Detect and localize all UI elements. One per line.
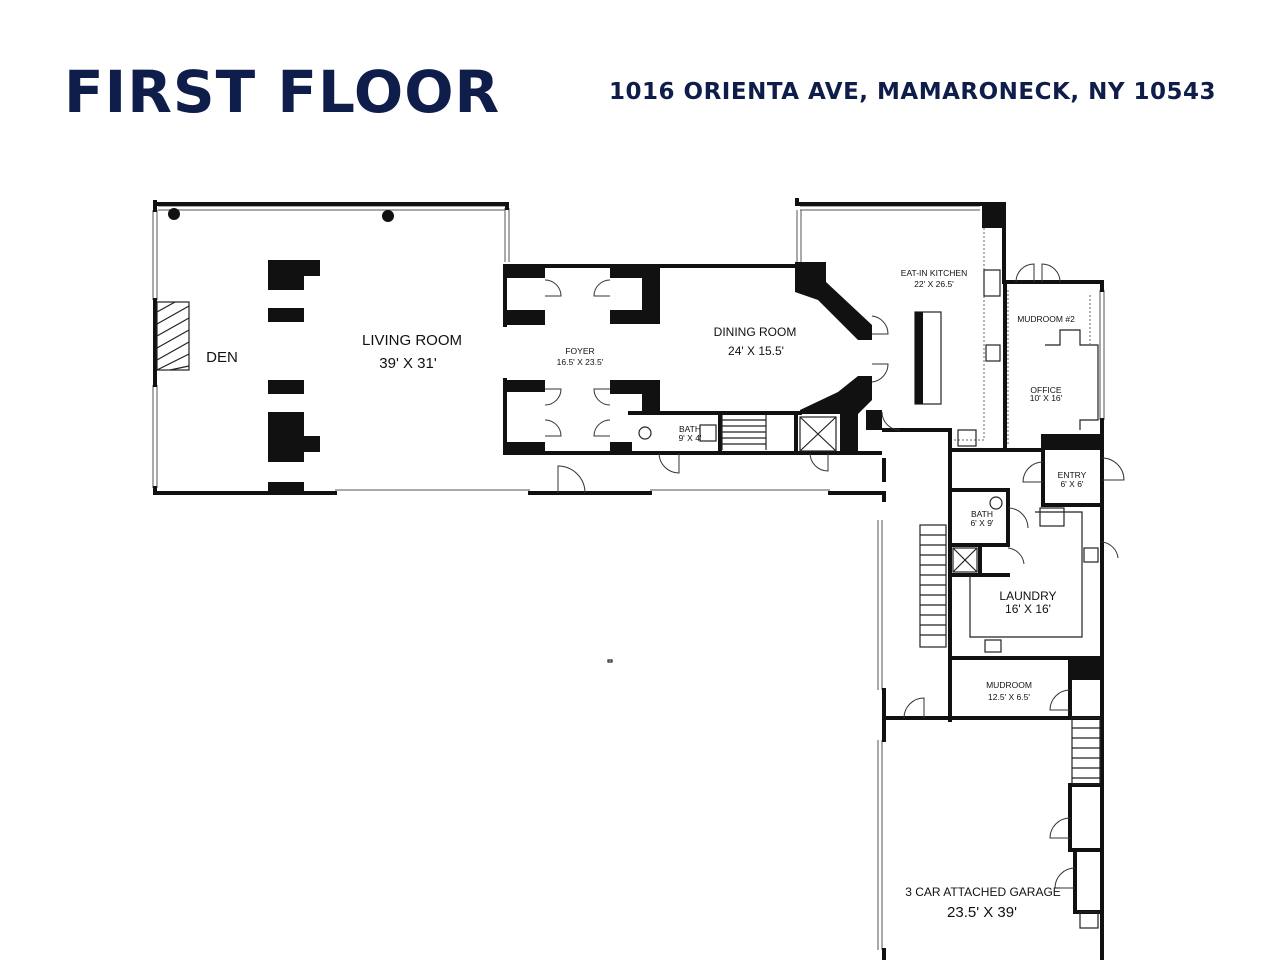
room-dims-kitchen: 22' X 26.5'	[914, 279, 954, 289]
toilet-icon	[989, 496, 1003, 510]
sink-icon	[1079, 911, 1099, 929]
stove-icon	[983, 269, 1001, 297]
sink-icon	[984, 639, 1002, 653]
room-dims-living-room: 39' X 31'	[379, 355, 437, 372]
room-name-foyer: FOYER	[565, 346, 594, 356]
room-name-bath: BATH	[679, 424, 701, 434]
room-dims-bath-2: 6' X 9'	[970, 518, 993, 528]
room-dims-laundry: 16' X 16'	[1005, 602, 1051, 616]
stairs	[919, 524, 947, 648]
sink-icon	[985, 344, 1001, 362]
shower-icon	[952, 547, 978, 573]
washer-icon	[1039, 507, 1065, 527]
fireplace-icon	[156, 301, 190, 371]
room-name-laundry: LAUNDRY	[999, 589, 1056, 603]
column-icon	[382, 210, 394, 222]
room-dims-garage: 23.5' X 39'	[947, 904, 1017, 921]
column-icon	[168, 208, 180, 220]
room-name-mudroom-2: MUDROOM #2	[1017, 314, 1075, 324]
room-name-office: OFFICE	[1030, 385, 1061, 395]
room-name-kitchen: EAT-IN KITCHEN	[901, 268, 967, 278]
room-name-garage: 3 CAR ATTACHED GARAGE	[905, 885, 1061, 899]
sink-icon	[699, 424, 717, 442]
windows	[152, 205, 1105, 950]
room-labels: DEN LIVING ROOM 39' X 31' FOYER 16.5' X …	[206, 268, 1086, 921]
fixtures	[156, 228, 1101, 929]
stairs	[1071, 717, 1101, 785]
interior-walls	[503, 264, 1104, 914]
room-dims-bath: 9' X 4'	[678, 433, 701, 443]
room-dims-office: 10' X 16'	[1030, 393, 1063, 403]
exterior-walls	[153, 198, 1104, 960]
doors	[544, 263, 1125, 889]
room-name-entry: ENTRY	[1058, 470, 1087, 480]
elevator-icon	[799, 416, 837, 452]
toilet-icon	[638, 426, 652, 440]
property-address: 1016 ORIENTA AVE, MAMARONECK, NY 10543	[609, 79, 1216, 105]
room-dims-foyer: 16.5' X 23.5'	[557, 357, 604, 367]
sink-icon	[1083, 547, 1099, 563]
room-dims-dining-room: 24' X 15.5'	[728, 344, 784, 358]
room-dims-entry: 6' X 6'	[1060, 479, 1083, 489]
room-name-bath-2: BATH	[971, 509, 993, 519]
page-title: FIRST FLOOR	[64, 58, 501, 126]
room-name-den: DEN	[206, 349, 238, 366]
cooktop-icon	[957, 429, 977, 447]
wall-blocks	[168, 204, 1102, 680]
room-name-mudroom: MUDROOM	[986, 680, 1032, 690]
room-name-living-room: LIVING ROOM	[362, 332, 462, 349]
room-dims-mudroom: 12.5' X 6.5'	[988, 692, 1030, 702]
room-name-dining-room: DINING ROOM	[714, 325, 797, 339]
stairs	[721, 415, 767, 450]
